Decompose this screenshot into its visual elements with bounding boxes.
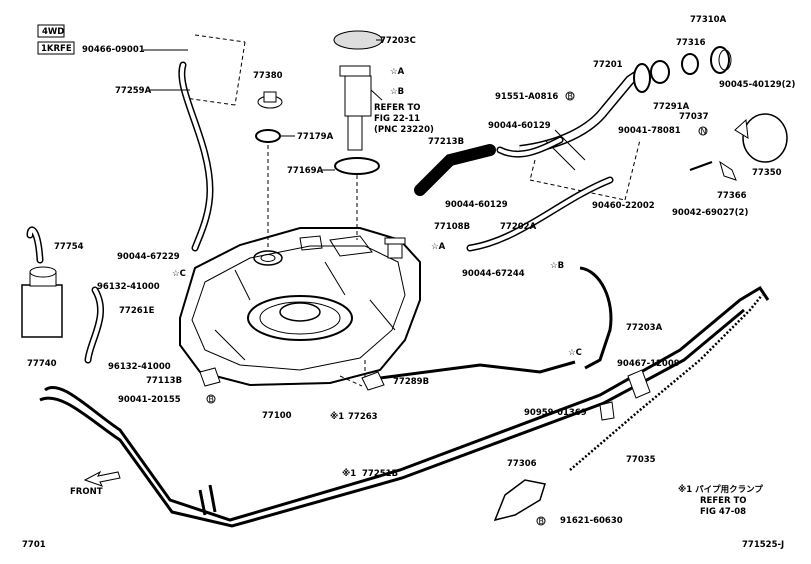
label-77310a: 77310A: [690, 15, 727, 25]
label-77754: 77754: [54, 242, 84, 252]
label-77035: 77035: [626, 455, 656, 465]
callout-c-1: ☆C: [172, 269, 186, 279]
callout-b-1: ☆B: [390, 87, 404, 97]
circle-mark-b-3: B: [539, 517, 545, 526]
label-90044-67229: 90044-67229: [117, 252, 180, 262]
label-77213b: 77213B: [428, 137, 464, 147]
label-90041-78081: 90041-78081: [618, 126, 681, 136]
leader-lines: [184, 34, 641, 387]
fuel-tank: [179, 227, 421, 387]
badge-4wd: 4WD: [42, 27, 64, 37]
clamp-90959: [599, 401, 615, 421]
label-77259a: 77259A: [115, 86, 152, 96]
circle-mark-b-2: B: [209, 395, 215, 404]
badge-engine: 1KRFE: [41, 44, 72, 54]
canister: [21, 266, 63, 338]
label-77108b: 77108B: [434, 222, 470, 232]
label-77306: 77306: [507, 459, 537, 469]
label-77261e: 77261E: [119, 306, 155, 316]
label-90044-67244: 90044-67244: [462, 269, 525, 279]
cable-77035: [569, 294, 763, 471]
note-fig-47-08: FIG 47-08: [700, 507, 746, 517]
label-96132-41000-a: 96132-41000: [97, 282, 160, 292]
label-77169a: 77169A: [287, 166, 324, 176]
callout-c-2: ☆C: [568, 348, 582, 358]
label-90044-60129-b: 90044-60129: [445, 200, 508, 210]
label-96132-41000-b: 96132-41000: [108, 362, 171, 372]
label-77203a: 77203A: [626, 323, 663, 333]
label-91621-60630: 91621-60630: [560, 516, 623, 526]
label-77100: 77100: [262, 411, 292, 421]
note-mark-1b: ※1: [342, 468, 356, 479]
protector-77113b: [199, 367, 221, 387]
protector-77289b: [361, 371, 385, 391]
fuel-door: [689, 113, 788, 181]
label-77202a: 77202A: [500, 222, 537, 232]
label-90044-60129-a: 90044-60129: [488, 121, 551, 131]
label-77350: 77350: [752, 168, 782, 178]
label-77113b: 77113B: [146, 376, 182, 386]
callout-b-2: ☆B: [550, 261, 564, 271]
hoses: [26, 61, 614, 364]
label-77203c: 77203C: [380, 36, 416, 46]
fuel-lines: [39, 266, 770, 528]
label-77201: 77201: [593, 60, 623, 70]
label-77366: 77366: [717, 191, 747, 201]
circle-mark-n: N: [701, 127, 707, 136]
label-90467-12009: 90467-12009: [617, 359, 680, 369]
note-mark-1: ※1: [330, 411, 344, 422]
label-90466-09001: 90466-09001: [82, 45, 145, 55]
fuel-pump: [255, 30, 383, 175]
label-77291a: 77291A: [653, 102, 690, 112]
callout-a-2: ☆A: [431, 242, 446, 252]
label-77037: 77037: [679, 112, 709, 122]
bracket-77306: [493, 479, 546, 522]
note-front: FRONT: [70, 487, 103, 497]
label-90045-40129: 90045-40129(2): [719, 80, 795, 90]
label-77179a: 77179A: [297, 132, 334, 142]
label-90959-01369: 90959-01369: [524, 408, 587, 418]
label-90460-22002: 90460-22002: [592, 201, 655, 211]
note-fig-22-11: FIG 22-11: [374, 114, 420, 124]
label-77380: 77380: [253, 71, 283, 81]
clamp-90467: [627, 369, 651, 399]
label-77289b: 77289B: [393, 377, 429, 387]
circle-mark-b-1: B: [568, 92, 574, 101]
note-refer-to-1: REFER TO: [374, 103, 421, 113]
note-pipe-clamp: ※1 パイプ用クランプ: [678, 484, 763, 495]
callout-a-1: ☆A: [390, 67, 405, 77]
note-refer-to-2: REFER TO: [700, 496, 747, 506]
label-91551-a0816: 91551-A0816: [495, 92, 558, 102]
label-90042-69027: 90042-69027(2): [672, 208, 748, 218]
footer-left: 7701: [22, 540, 46, 550]
front-arrow-icon: [83, 470, 121, 487]
label-77316: 77316: [676, 38, 706, 48]
label-77263: 77263: [348, 412, 378, 422]
label-77251b: 77251B: [362, 469, 398, 479]
badge-engine-box: [37, 41, 75, 55]
badge-4wd-box: [37, 24, 65, 38]
label-77740: 77740: [27, 359, 57, 369]
note-pnc: (PNC 23220): [374, 125, 434, 135]
filler-pipe: [519, 46, 732, 171]
label-90041-20155: 90041-20155: [118, 395, 181, 405]
footer-right: 771525-J: [742, 540, 784, 550]
